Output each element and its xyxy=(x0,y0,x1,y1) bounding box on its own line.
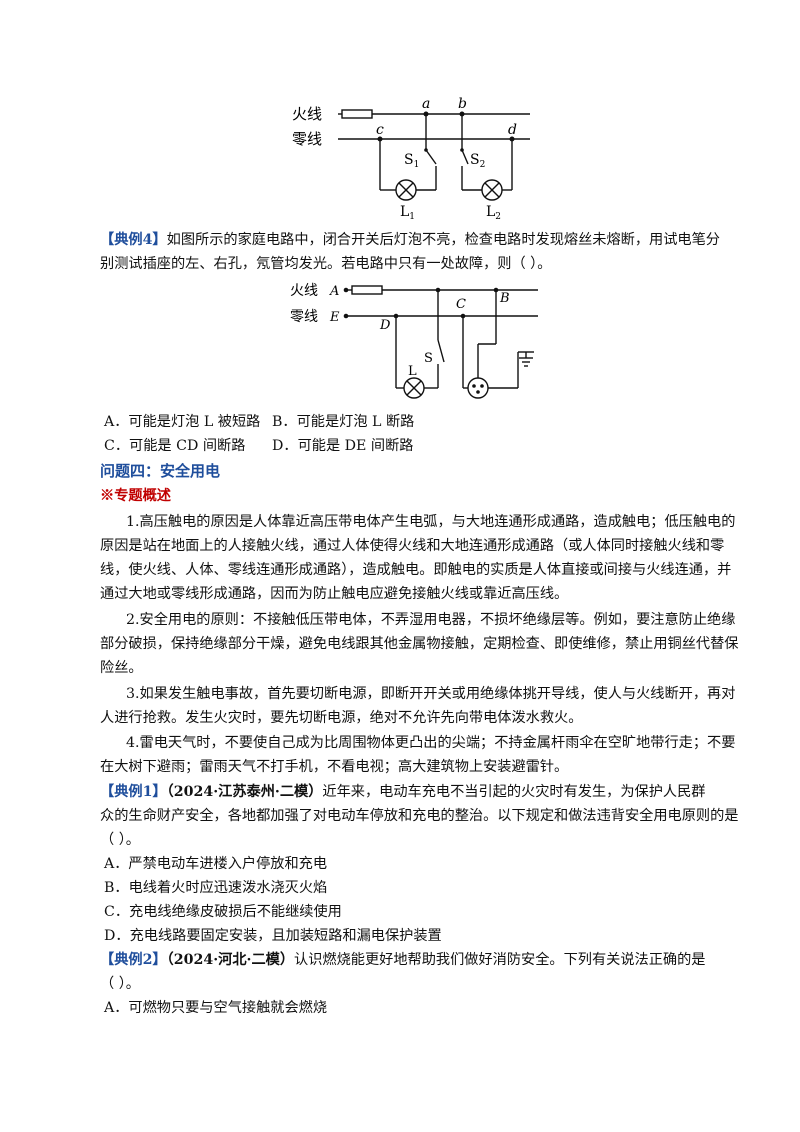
example1-line1: 【典例1】（2024·江苏泰州·二模）近年来，电动车充电不当引起的火灾时有发生，… xyxy=(100,784,706,800)
point-c-label: c xyxy=(376,122,384,138)
example4-option-c: C．可能是 CD 间断路 xyxy=(104,438,246,454)
example2-line2: （ ）。 xyxy=(100,976,140,992)
para3-line2: 人进行抢救。发生火灾时，要先切断电源，绝对不允许先向带电体泼水救火。 xyxy=(100,710,583,726)
switch-s-label: S xyxy=(424,351,433,366)
circuit-figure-1: 火线 零线 a b c d S1 S2 L1 L2 xyxy=(292,96,530,222)
example4-option-b: B．可能是灯泡 L 断路 xyxy=(272,414,415,430)
example4-line1: 【典例4】如图所示的家庭电路中，闭合开关后灯泡不亮，检查电路时发现熔丝未熔断，用… xyxy=(100,232,720,248)
example4-line2: 别测试插座的左、右孔，氖管均发光。若电路中只有一处故障，则（ ）。 xyxy=(100,256,552,272)
lamp-l-label: L xyxy=(408,364,417,379)
point-b-label: b xyxy=(458,96,467,112)
section4-title: 问题四：安全用电 xyxy=(100,462,221,480)
neutral-wire-label: 零线 xyxy=(292,130,322,148)
example4-option-d: D．可能是 DE 间断路 xyxy=(272,438,414,454)
overview-label: ※专题概述 xyxy=(100,488,171,504)
point-B-label: B xyxy=(499,291,510,306)
switch-s2-label: S2 xyxy=(470,152,485,170)
example1-line2: 众的生命财产安全，各地都加强了对电动车停放和充电的整治。以下规定和做法违背安全用… xyxy=(100,808,739,824)
para4-line1: 4.雷电天气时，不要使自己成为比周围物体更凸出的尖端；不持金属杆雨伞在空旷地带行… xyxy=(126,735,736,751)
point-a-label: a xyxy=(422,96,430,112)
point-d-label: d xyxy=(508,122,517,138)
live-wire-label: 火线 xyxy=(292,105,322,123)
para1-line3: 线，使火线、人体、零线连通形成通路），造成触电。即触电的实质是人体直接或间接与火… xyxy=(100,562,732,578)
neutral-wire-label-2: 零线 xyxy=(290,309,318,325)
example4-label: 【典例4】 xyxy=(100,232,167,248)
example1-label: 【典例1】 xyxy=(100,784,167,800)
example1-option-d: D．充电线路要固定安装，且加装短路和漏电保护装置 xyxy=(104,928,442,944)
example2-option-a: A．可燃物只要与空气接触就会燃烧 xyxy=(104,1000,328,1016)
para1-line4: 通过大地或零线形成通路，因而为防止触电应避免接触火线或靠近高压线。 xyxy=(100,586,569,602)
para1-line2: 原因是站在地面上的人接触火线，通过人体使得火线和大地连通形成通路（或人体同时接触… xyxy=(100,538,725,554)
circuit-figure-2: 火线 零线 A E D C B S L xyxy=(290,283,538,399)
example2-source: （2024·河北·二模） xyxy=(166,952,295,968)
point-C-label: C xyxy=(456,297,466,312)
point-E-label: E xyxy=(329,310,340,325)
example4-option-a: A．可能是灯泡 L 被短路 xyxy=(104,414,261,430)
lamp-l1-label: L1 xyxy=(400,204,415,222)
para2-line1: 2.安全用电的原则：不接触低压带电体，不弄湿用电器，不损坏绝缘层等。例如，要注意… xyxy=(126,612,736,628)
point-A-label: A xyxy=(329,284,339,299)
example1-source: （2024·江苏泰州·二模） xyxy=(166,784,323,800)
example1-option-a: A．严禁电动车进楼入户停放和充电 xyxy=(104,856,328,872)
point-D-label: D xyxy=(379,318,391,333)
live-wire-label-2: 火线 xyxy=(290,283,318,299)
lamp-l2-label: L2 xyxy=(486,204,501,222)
example1-line3: （ ）。 xyxy=(100,832,140,848)
example1-option-b: B．电线着火时应迅速泼水浇灭火焰 xyxy=(104,880,328,896)
para2-line2: 部分破损，保持绝缘部分干燥，避免电线跟其他金属物接触，定期检查、即使维修，禁止用… xyxy=(100,636,739,652)
switch-s1-label: S1 xyxy=(404,152,419,170)
para2-line3: 险丝。 xyxy=(100,660,143,676)
example2-label: 【典例2】 xyxy=(100,952,167,968)
para4-line2: 在大树下避雨；雷雨天气不打手机，不看电视；高大建筑物上安装避雷针。 xyxy=(100,759,569,775)
para1-line1: 1.高压触电的原因是人体靠近高压带电体产生电弧，与大地连通形成通路，造成触电；低… xyxy=(126,514,736,530)
example2-line1: 【典例2】（2024·河北·二模）认识燃烧能更好地帮助我们做好消防安全。下列有关… xyxy=(100,952,706,968)
example1-option-c: C．充电线绝缘皮破损后不能继续使用 xyxy=(104,904,342,920)
para3-line1: 3.如果发生触电事故，首先要切断电源，即断开开关或用绝缘体挑开导线，使人与火线断… xyxy=(126,686,736,702)
